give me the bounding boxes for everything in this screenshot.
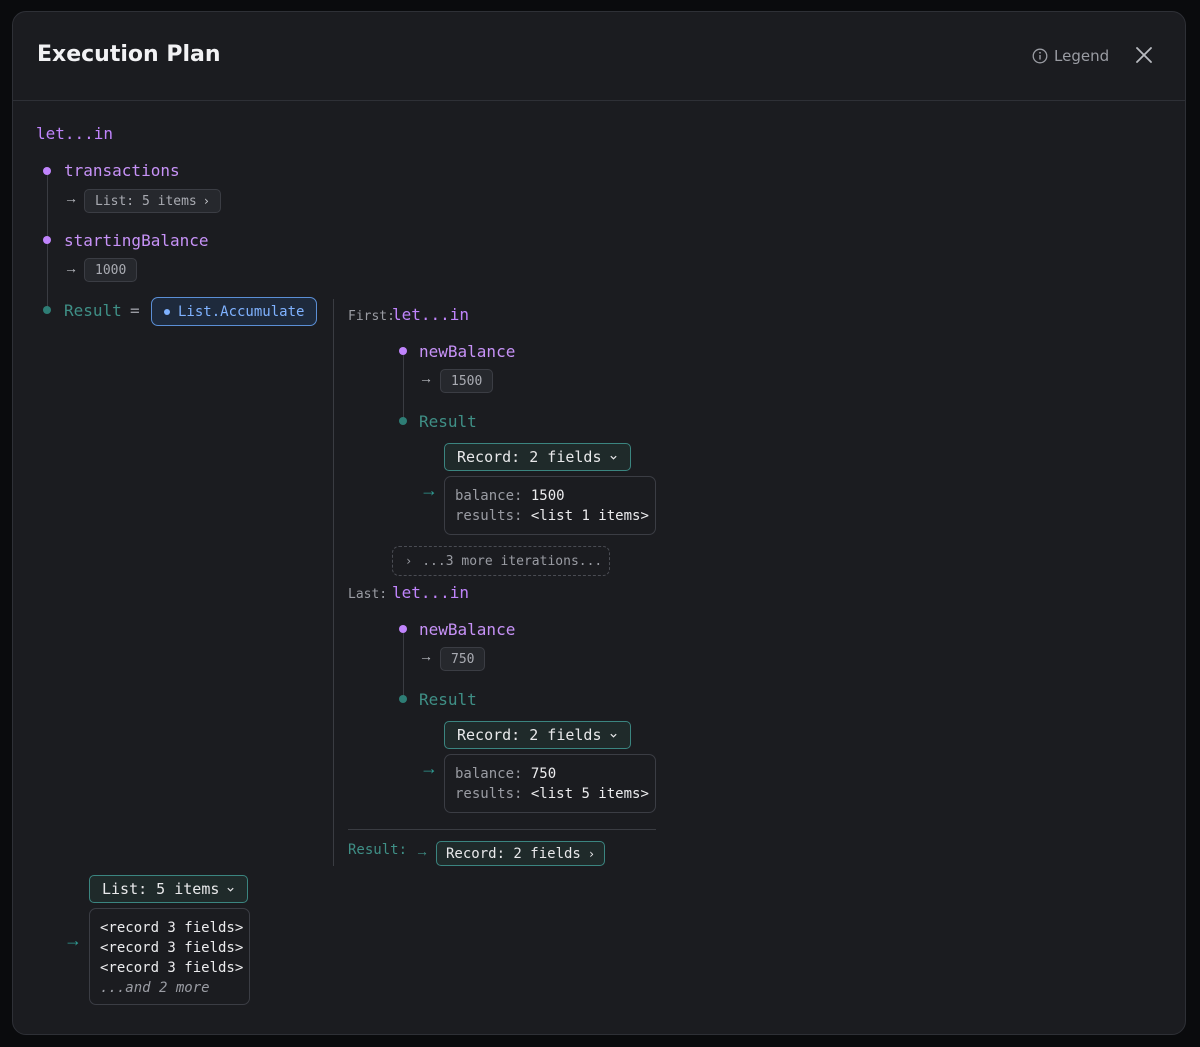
first-binding-value: 1500 bbox=[451, 373, 483, 389]
arrow-icon: → bbox=[419, 370, 433, 386]
close-button[interactable] bbox=[1133, 44, 1155, 66]
dialog-title: Execution Plan bbox=[37, 42, 221, 67]
record-field: balance: 1500 bbox=[455, 486, 645, 506]
startingbalance-value-chip: 1000 bbox=[84, 258, 138, 282]
legend-button[interactable]: Legend bbox=[1032, 45, 1109, 67]
record-field: results: <list 5 items> bbox=[455, 784, 649, 804]
chevron-down-icon bbox=[227, 887, 235, 892]
arrow-icon: → bbox=[420, 758, 438, 778]
final-list-toggle[interactable]: List: 5 items bbox=[89, 875, 249, 903]
last-keyword: let...in bbox=[392, 583, 470, 602]
record-field: balance: 750 bbox=[455, 764, 645, 784]
last-record-toggle[interactable]: Record: 2 fields bbox=[444, 721, 631, 749]
arrow-icon: → bbox=[64, 190, 78, 206]
field-value: 1500 bbox=[530, 488, 565, 504]
first-tree-line bbox=[403, 355, 404, 421]
binding-name-startingbalance: startingBalance bbox=[64, 231, 209, 250]
final-list-label: List: 5 items bbox=[102, 880, 220, 898]
record-field: results: <list 1 items> bbox=[455, 506, 649, 526]
field-value: <list 5 items> bbox=[530, 786, 649, 802]
chevron-down-icon bbox=[609, 455, 617, 460]
last-tree-line bbox=[403, 633, 404, 699]
first-prefix: First: bbox=[348, 309, 395, 324]
info-circle-icon bbox=[1032, 48, 1048, 64]
final-list-items: <record 3 fields> <record 3 fields> <rec… bbox=[89, 908, 250, 1005]
field-value: <list 1 items> bbox=[530, 508, 649, 524]
transactions-value: List: 5 items bbox=[95, 193, 197, 209]
binding-dot bbox=[399, 625, 407, 633]
list-item: <record 3 fields> bbox=[100, 940, 244, 956]
list-more: ...and 2 more bbox=[100, 980, 210, 996]
last-prefix: Last: bbox=[348, 587, 388, 602]
dialog-header: Execution Plan Legend bbox=[13, 12, 1185, 101]
more-iterations-label: ...3 more iterations... bbox=[422, 553, 603, 569]
list-accumulate-button[interactable]: List.Accumulate bbox=[151, 297, 318, 326]
accumulate-result-value: Record: 2 fields bbox=[446, 845, 581, 862]
field-key: balance: bbox=[455, 488, 523, 504]
transactions-value-chip[interactable]: List: 5 items › bbox=[84, 189, 221, 213]
binding-name-transactions: transactions bbox=[64, 161, 180, 180]
root-result-label: Result bbox=[64, 301, 122, 320]
field-key: results: bbox=[455, 786, 523, 802]
legend-label: Legend bbox=[1054, 47, 1110, 65]
field-key: balance: bbox=[455, 766, 523, 782]
last-result-label: Result bbox=[419, 690, 477, 709]
accumulate-result-label: Result: bbox=[348, 842, 408, 858]
last-binding-name: newBalance bbox=[419, 620, 516, 639]
binding-dot bbox=[43, 167, 51, 175]
field-value: 750 bbox=[530, 766, 557, 782]
list-item: <record 3 fields> bbox=[100, 920, 244, 936]
first-record-toggle[interactable]: Record: 2 fields bbox=[444, 443, 631, 471]
arrow-icon: → bbox=[64, 930, 82, 950]
chevron-right-icon: › bbox=[587, 846, 596, 861]
result-dot bbox=[43, 306, 51, 314]
list-accumulate-label: List.Accumulate bbox=[178, 303, 305, 320]
chevron-right-icon: › bbox=[202, 194, 210, 208]
first-keyword: let...in bbox=[392, 305, 470, 324]
result-dot bbox=[399, 417, 407, 425]
root-keyword: let...in bbox=[36, 124, 114, 143]
first-record-label: Record: 2 fields bbox=[457, 448, 602, 466]
last-record-label: Record: 2 fields bbox=[457, 726, 602, 744]
accumulate-result-chip[interactable]: Record: 2 fields › bbox=[436, 841, 606, 866]
first-record-fields: balance: 1500 results: <list 1 items> bbox=[444, 476, 656, 535]
binding-dot bbox=[43, 236, 51, 244]
first-binding-value-chip: 1500 bbox=[440, 369, 494, 393]
arrow-icon: → bbox=[64, 260, 78, 276]
close-x-icon bbox=[1136, 47, 1152, 63]
arrow-icon: → bbox=[420, 480, 438, 500]
binding-dot bbox=[399, 347, 407, 355]
more-iterations-button[interactable]: › ...3 more iterations... bbox=[392, 546, 610, 576]
chevron-down-icon bbox=[609, 733, 617, 738]
equals-sign: = bbox=[130, 301, 140, 320]
last-binding-value: 750 bbox=[451, 651, 475, 667]
arrow-icon: → bbox=[419, 648, 433, 664]
divider bbox=[348, 829, 656, 830]
arrow-icon: → bbox=[415, 843, 429, 859]
first-result-label: Result bbox=[419, 412, 477, 431]
result-dot bbox=[399, 695, 407, 703]
last-record-fields: balance: 750 results: <list 5 items> bbox=[444, 754, 656, 813]
accumulate-panel-border bbox=[333, 299, 334, 866]
function-dot bbox=[164, 308, 170, 315]
first-binding-name: newBalance bbox=[419, 342, 516, 361]
field-key: results: bbox=[455, 508, 523, 524]
list-item: <record 3 fields> bbox=[100, 960, 244, 976]
chevron-right-icon: › bbox=[405, 554, 413, 568]
startingbalance-value: 1000 bbox=[95, 262, 127, 278]
last-binding-value-chip: 750 bbox=[440, 647, 486, 671]
